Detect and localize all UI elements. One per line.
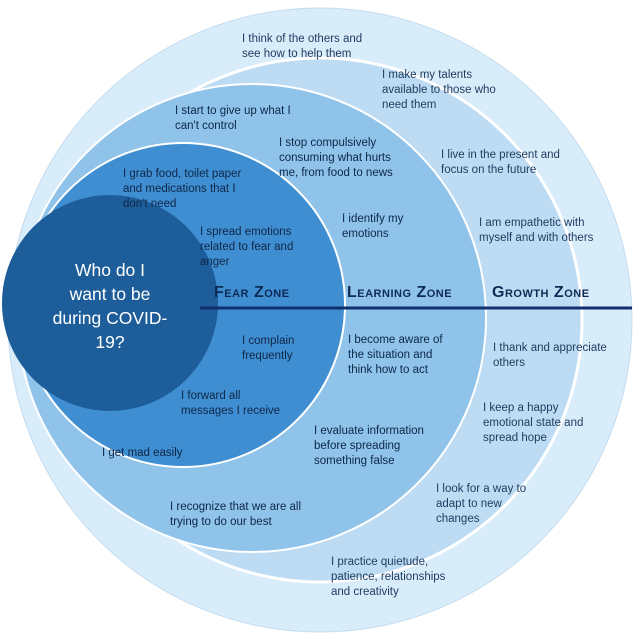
growth-item: I look for a way to adapt to new changes — [436, 483, 527, 525]
learning-item: I start to give up what I can't control — [175, 105, 291, 132]
fear-item: I spread emotions related to fear and an… — [200, 226, 294, 268]
fear-item: I grab food, toilet paper and medication… — [123, 168, 242, 210]
growth-item: I thank and appreciate others — [493, 342, 607, 369]
learning-item: I evaluate information before spreading … — [314, 425, 424, 467]
learning-zone-label: Learning Zone — [347, 284, 453, 301]
learning-item: I identify my emotions — [342, 213, 404, 240]
growth-item: I practice quietude, patience, relations… — [331, 556, 446, 598]
growth-item: I keep a happy emotional state and sprea… — [483, 402, 584, 444]
fear-zone-label: Fear Zone — [214, 284, 290, 301]
fear-item: I forward all messages I receive — [181, 390, 281, 417]
fear-item: I complain frequently — [242, 335, 295, 362]
fear-item: I get mad easily — [102, 447, 183, 459]
growth-item: I think of the others and see how to hel… — [242, 33, 363, 60]
core-circle — [2, 195, 218, 411]
learning-item: I become aware of the situation and thin… — [348, 334, 443, 376]
growth-zone-label: Growth Zone — [492, 284, 590, 301]
learning-item: I stop compulsively consuming what hurts… — [279, 137, 393, 179]
learning-item: I recognize that we are all trying to do… — [170, 501, 302, 528]
growth-item: I live in the present and focus on the f… — [441, 149, 560, 176]
central-question: Who do I want to be during COVID- 19? — [52, 260, 168, 352]
growth-item: I am empathetic with myself and with oth… — [479, 217, 594, 244]
growth-item: I make my talents available to those who… — [382, 69, 496, 111]
